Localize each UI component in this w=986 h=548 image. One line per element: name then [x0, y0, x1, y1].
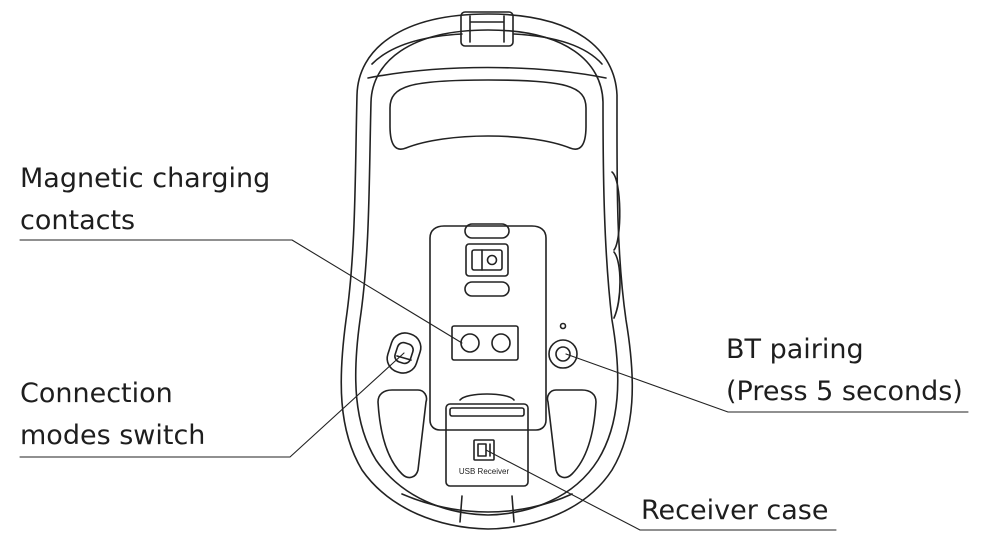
shell-seam	[367, 66, 607, 79]
mode-switch-frame	[386, 332, 422, 374]
charging-contact-left	[460, 333, 480, 353]
center-panel	[429, 225, 547, 431]
label-receiver-case: Receiver case	[641, 490, 828, 532]
side-button-rear	[613, 251, 621, 319]
leader-line-bt	[565, 353, 969, 413]
mouse-inner-shell	[354, 29, 619, 516]
skate-bottom-center	[459, 393, 515, 401]
side-button-front	[611, 171, 621, 251]
label-magnetic-line2: contacts	[20, 205, 136, 236]
bt-pairing-button	[555, 346, 571, 362]
scroll-wheel-housing	[460, 11, 514, 47]
receiver-case	[445, 403, 529, 487]
skate-bottom-left	[377, 389, 428, 479]
charging-contact-right	[491, 333, 511, 353]
scroll-wheel	[469, 15, 505, 43]
bottom-divider-right	[511, 495, 515, 523]
leader-line-connection	[19, 352, 405, 458]
label-receiver-line1: Receiver case	[641, 495, 829, 526]
label-connection-line1: Connection	[20, 378, 173, 409]
label-bt-line1: BT pairing	[726, 334, 864, 365]
mode-switch-slot	[394, 341, 414, 365]
usb-receiver-body	[473, 439, 495, 461]
receiver-case-grip	[449, 407, 525, 417]
sensor-window	[471, 249, 503, 271]
label-magnetic-line1: Magnetic charging	[20, 163, 271, 194]
bottom-divider-left	[459, 495, 463, 523]
charging-contacts-plate	[451, 325, 519, 361]
sensor-lens	[486, 254, 498, 266]
bt-pairing-button-ring	[548, 339, 578, 369]
left-button-edge	[371, 33, 463, 65]
right-button-edge	[513, 33, 603, 65]
sensor-housing	[465, 243, 509, 277]
label-magnetic-charging-contacts: Magnetic charging contacts	[20, 158, 270, 242]
skate-bottom-right	[546, 389, 597, 479]
mouse-outer-shell	[340, 13, 634, 530]
bt-led-indicator	[559, 322, 567, 330]
sensor-top-pad	[464, 223, 510, 239]
leader-line-receiver	[485, 449, 837, 531]
label-bt-pairing: BT pairing (Press 5 seconds)	[726, 329, 963, 413]
top-skate	[389, 79, 587, 150]
usb-receiver-plug	[477, 443, 487, 457]
usb-receiver-label: USB Receiver	[459, 467, 510, 476]
label-connection-line2: modes switch	[20, 420, 206, 451]
leader-line-magnetic	[19, 239, 463, 344]
label-connection-modes-switch: Connection modes switch	[20, 373, 205, 457]
bottom-edge-seam	[401, 493, 573, 513]
label-bt-line2: (Press 5 seconds)	[726, 376, 963, 407]
sensor-bottom-pad	[464, 281, 510, 297]
